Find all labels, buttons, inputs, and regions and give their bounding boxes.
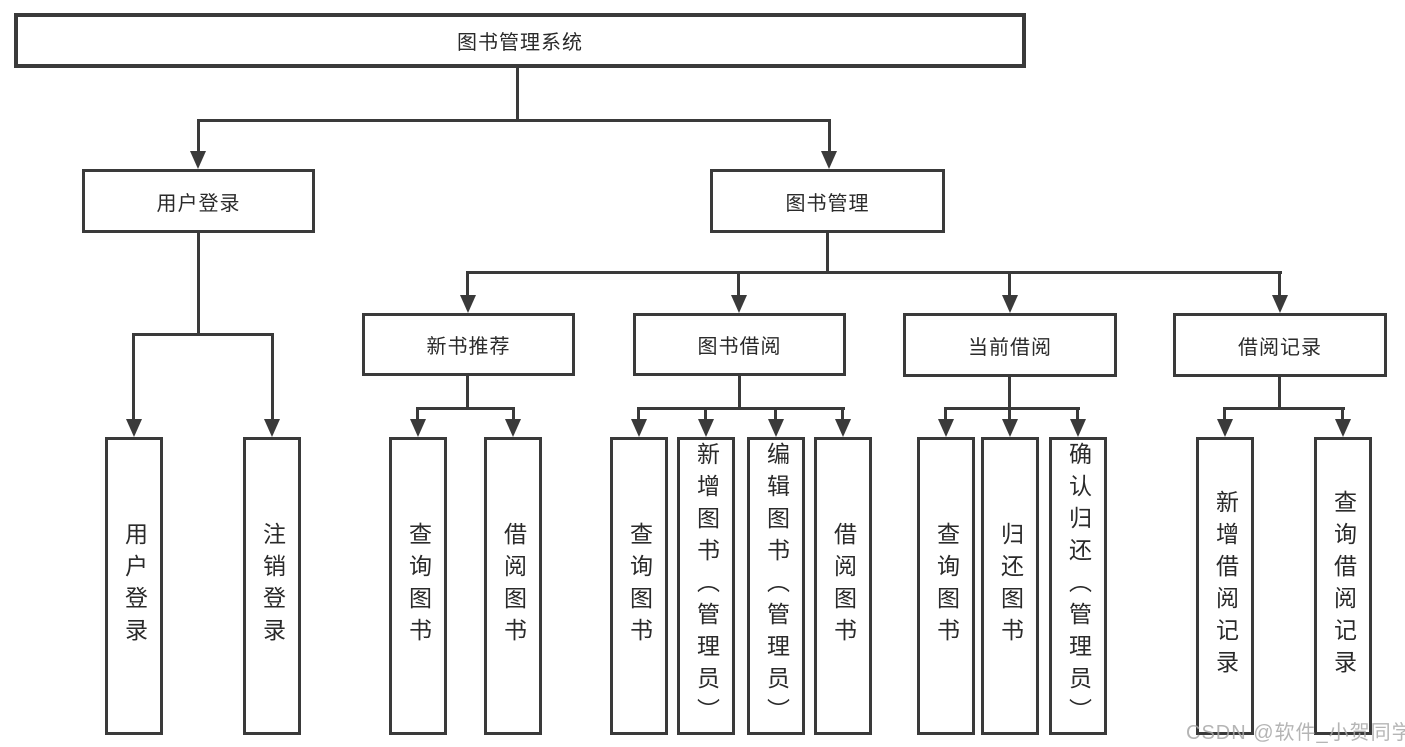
connector-vline bbox=[516, 68, 519, 121]
arrowhead-down-icon bbox=[264, 419, 280, 437]
node-label: 用户登录 bbox=[156, 192, 241, 215]
connector-hline bbox=[1223, 407, 1345, 410]
node-library-management-system: 图书管理系统 bbox=[14, 13, 1026, 68]
connector-vline bbox=[1008, 407, 1011, 420]
arrowhead-down-icon bbox=[768, 419, 784, 437]
connector-vline bbox=[271, 333, 274, 420]
leaf-label: 编辑图书（管理员） bbox=[763, 442, 790, 730]
arrowhead-down-icon bbox=[190, 151, 206, 169]
connector-vline bbox=[1008, 374, 1011, 409]
node-label: 图书借阅 bbox=[697, 336, 782, 358]
connector-vline bbox=[841, 407, 844, 420]
node-user-login: 用户登录 bbox=[82, 169, 315, 233]
leaf-borrow-edit-books-admin: 编辑图书（管理员） bbox=[747, 437, 805, 735]
connector-vline bbox=[774, 407, 777, 420]
leaf-label: 用户登录 bbox=[121, 522, 148, 650]
connector-vline bbox=[704, 407, 707, 420]
arrowhead-down-icon bbox=[1002, 295, 1018, 313]
connector-vline bbox=[512, 407, 515, 420]
leaf-borrow-borrow-books: 借阅图书 bbox=[814, 437, 872, 735]
leaf-newrec-query-books: 查询图书 bbox=[389, 437, 447, 735]
arrowhead-down-icon bbox=[410, 419, 426, 437]
leaf-current-query-books: 查询图书 bbox=[917, 437, 975, 735]
connector-hline bbox=[197, 119, 831, 122]
arrowhead-down-icon bbox=[835, 419, 851, 437]
leaf-borrow-query-books: 查询图书 bbox=[610, 437, 668, 735]
arrowhead-down-icon bbox=[631, 419, 647, 437]
connector-vline bbox=[1008, 271, 1011, 296]
leaf-current-confirm-return-admin: 确认归还（管理员） bbox=[1049, 437, 1107, 735]
leaf-record-query-borrow-record: 查询借阅记录 bbox=[1314, 437, 1372, 735]
connector-hline bbox=[132, 333, 274, 336]
leaf-borrow-add-books-admin: 新增图书（管理员） bbox=[677, 437, 735, 735]
connector-vline bbox=[944, 407, 947, 420]
node-label: 新书推荐 bbox=[426, 336, 511, 358]
leaf-logout: 注销登录 bbox=[243, 437, 301, 735]
node-book-borrowing: 图书借阅 bbox=[633, 313, 846, 376]
leaf-record-add-borrow-record: 新增借阅记录 bbox=[1196, 437, 1254, 735]
leaf-label: 查询图书 bbox=[626, 522, 653, 650]
connector-vline bbox=[637, 407, 640, 420]
connector-vline bbox=[737, 271, 740, 296]
leaf-label: 新增借阅记录 bbox=[1212, 490, 1239, 682]
connector-vline bbox=[416, 407, 419, 420]
arrowhead-down-icon bbox=[938, 419, 954, 437]
connector-vline bbox=[197, 119, 200, 152]
node-new-book-recommendation: 新书推荐 bbox=[362, 313, 575, 376]
connector-vline bbox=[1223, 407, 1226, 420]
arrowhead-down-icon bbox=[1070, 419, 1086, 437]
arrowhead-down-icon bbox=[126, 419, 142, 437]
connector-vline bbox=[1278, 271, 1281, 296]
arrowhead-down-icon bbox=[731, 295, 747, 313]
leaf-label: 注销登录 bbox=[259, 522, 286, 650]
connector-vline bbox=[828, 119, 831, 152]
leaf-label: 借阅图书 bbox=[500, 522, 527, 650]
arrowhead-down-icon bbox=[1002, 419, 1018, 437]
node-current-borrowing: 当前借阅 bbox=[903, 313, 1117, 377]
leaf-current-return-books: 归还图书 bbox=[981, 437, 1039, 735]
leaf-newrec-borrow-books: 借阅图书 bbox=[484, 437, 542, 735]
arrowhead-down-icon bbox=[505, 419, 521, 437]
node-label: 借阅记录 bbox=[1238, 336, 1322, 359]
node-label: 图书管理系统 bbox=[457, 32, 583, 54]
arrowhead-down-icon bbox=[1272, 295, 1288, 313]
connector-vline bbox=[466, 271, 469, 296]
node-label: 当前借阅 bbox=[968, 336, 1052, 359]
arrowhead-down-icon bbox=[1335, 419, 1351, 437]
connector-vline bbox=[197, 231, 200, 335]
leaf-label: 查询借阅记录 bbox=[1330, 490, 1357, 682]
leaf-label: 确认归还（管理员） bbox=[1065, 442, 1092, 730]
connector-hline bbox=[637, 407, 845, 410]
arrowhead-down-icon bbox=[460, 295, 476, 313]
connector-hline bbox=[944, 407, 1080, 410]
node-label: 图书管理 bbox=[785, 192, 870, 215]
leaf-label: 查询图书 bbox=[405, 522, 432, 650]
arrowhead-down-icon bbox=[821, 151, 837, 169]
leaf-label: 归还图书 bbox=[997, 522, 1024, 650]
connector-hline bbox=[466, 271, 1282, 274]
connector-vline bbox=[466, 374, 469, 409]
arrowhead-down-icon bbox=[698, 419, 714, 437]
leaf-label: 借阅图书 bbox=[830, 522, 857, 650]
connector-hline bbox=[416, 407, 515, 410]
node-borrowing-records: 借阅记录 bbox=[1173, 313, 1387, 377]
connector-vline bbox=[1341, 407, 1344, 420]
connector-vline bbox=[1076, 407, 1079, 420]
connector-vline bbox=[738, 374, 741, 409]
connector-vline bbox=[826, 232, 829, 273]
arrowhead-down-icon bbox=[1217, 419, 1233, 437]
node-book-management: 图书管理 bbox=[710, 169, 945, 233]
connector-vline bbox=[132, 333, 135, 420]
connector-vline bbox=[1278, 374, 1281, 409]
leaf-label: 查询图书 bbox=[933, 522, 960, 650]
csdn-watermark: CSDN @软件_小贺同学 bbox=[1186, 722, 1405, 744]
leaf-user-login: 用户登录 bbox=[105, 437, 163, 735]
leaf-label: 新增图书（管理员） bbox=[693, 442, 720, 730]
